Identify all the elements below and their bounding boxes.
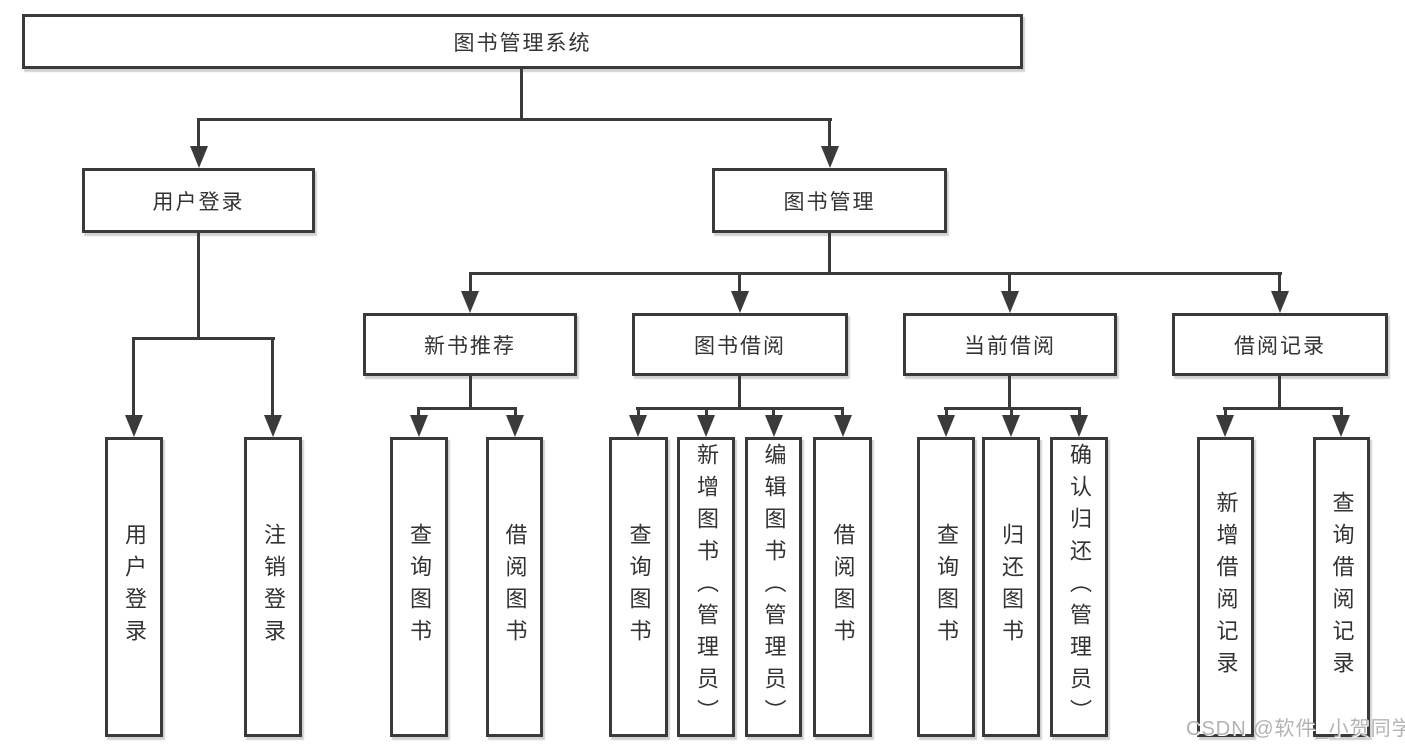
leaf-borrow-query-books-label: 查询图书 — [626, 523, 652, 651]
csdn-watermark: CSDN @软件_小贺同学 — [1186, 718, 1405, 740]
arrowhead-icon — [731, 291, 749, 313]
arrowhead-icon — [821, 146, 839, 168]
leaf-logout: 注销登录 — [244, 437, 302, 737]
connector-line — [469, 272, 472, 294]
leaf-records-add-record: 新增借阅记录 — [1197, 437, 1254, 737]
leaf-current-return-books-label: 归还图书 — [999, 523, 1024, 651]
arrowhead-icon — [937, 415, 955, 437]
leaf-current-confirm-return-admin-label: 确认归还（管理员） — [1067, 443, 1092, 731]
connector-line — [514, 407, 517, 419]
connector-line — [1078, 407, 1081, 419]
connector-line — [1340, 407, 1343, 419]
connector-line — [469, 376, 472, 407]
connector-line — [197, 118, 832, 121]
node-root-label: 图书管理系统 — [453, 31, 592, 55]
leaf-borrow-edit-books-admin: 编辑图书（管理员） — [745, 437, 802, 737]
node-borrow-records-label: 借阅记录 — [1234, 334, 1326, 358]
arrowhead-icon — [697, 415, 715, 437]
node-user-login: 用户登录 — [82, 168, 315, 233]
arrowhead-icon — [190, 146, 208, 168]
arrowhead-icon — [1271, 291, 1289, 313]
connector-line — [197, 118, 200, 150]
connector-line — [132, 337, 135, 419]
leaf-recommend-borrow-books-label: 借阅图书 — [502, 523, 528, 651]
node-current-borrow: 当前借阅 — [903, 313, 1117, 376]
arrowhead-icon — [1332, 415, 1350, 437]
arrowhead-icon — [461, 291, 479, 313]
node-new-book-recommend-label: 新书推荐 — [424, 334, 516, 358]
node-book-borrow: 图书借阅 — [632, 313, 848, 376]
connector-line — [417, 407, 420, 419]
connector-line — [1278, 376, 1281, 407]
connector-line — [197, 233, 200, 337]
arrowhead-icon — [1001, 291, 1019, 313]
connector-line — [945, 407, 948, 419]
arrowhead-icon — [1002, 415, 1020, 437]
node-book-management-label: 图书管理 — [783, 190, 876, 214]
leaf-recommend-query-books: 查询图书 — [390, 437, 448, 737]
connector-line — [1223, 407, 1343, 410]
arrowhead-icon — [264, 415, 282, 437]
arrowhead-icon — [834, 415, 852, 437]
leaf-borrow-query-books: 查询图书 — [609, 437, 668, 737]
connector-line — [1278, 272, 1281, 294]
connector-line — [520, 69, 523, 121]
node-current-borrow-label: 当前借阅 — [964, 334, 1056, 358]
connector-line — [636, 407, 844, 410]
connector-line — [828, 118, 831, 150]
arrowhead-icon — [629, 415, 647, 437]
connector-line — [738, 272, 741, 294]
node-user-login-label: 用户登录 — [152, 190, 245, 214]
arrowhead-icon — [1070, 415, 1088, 437]
leaf-current-confirm-return-admin: 确认归还（管理员） — [1050, 437, 1108, 737]
node-new-book-recommend: 新书推荐 — [363, 313, 577, 376]
leaf-current-query-books: 查询图书 — [917, 437, 975, 737]
leaf-recommend-query-books-label: 查询图书 — [407, 523, 432, 651]
connector-line — [772, 407, 775, 419]
leaf-records-query-record: 查询借阅记录 — [1313, 437, 1370, 737]
leaf-borrow-add-books-admin-label: 新增图书（管理员） — [694, 443, 719, 731]
node-borrow-records: 借阅记录 — [1172, 313, 1388, 376]
connector-line — [738, 376, 741, 407]
leaf-borrow-edit-books-admin-label: 编辑图书（管理员） — [761, 443, 787, 731]
connector-line — [271, 337, 274, 419]
connector-line — [417, 407, 517, 410]
node-root: 图书管理系统 — [22, 14, 1023, 69]
arrowhead-icon — [125, 415, 143, 437]
connector-line — [1008, 272, 1011, 294]
node-book-borrow-label: 图书借阅 — [694, 334, 786, 358]
arrowhead-icon — [410, 415, 428, 437]
leaf-records-add-record-label: 新增借阅记录 — [1213, 491, 1239, 683]
leaf-current-return-books: 归还图书 — [982, 437, 1040, 737]
connector-line — [828, 233, 831, 272]
connector-line — [1010, 407, 1013, 419]
leaf-logout-label: 注销登录 — [261, 523, 286, 651]
arrowhead-icon — [1216, 415, 1234, 437]
leaf-borrow-add-books-admin: 新增图书（管理员） — [677, 437, 735, 737]
connector-line — [637, 407, 640, 419]
arrowhead-icon — [765, 415, 783, 437]
connector-line — [1224, 407, 1227, 419]
leaf-current-query-books-label: 查询图书 — [934, 523, 959, 651]
connector-line — [1008, 376, 1011, 407]
node-book-management: 图书管理 — [712, 168, 947, 233]
leaf-user-login-label: 用户登录 — [122, 523, 147, 651]
leaf-recommend-borrow-books: 借阅图书 — [486, 437, 543, 737]
connector-line — [705, 407, 708, 419]
connector-line — [841, 407, 844, 419]
connector-line — [469, 272, 1282, 275]
arrowhead-icon — [506, 415, 524, 437]
leaf-records-query-record-label: 查询借阅记录 — [1329, 491, 1355, 683]
leaf-user-login: 用户登录 — [105, 437, 163, 737]
leaf-borrow-borrow-books-label: 借阅图书 — [830, 523, 856, 651]
connector-line — [132, 337, 275, 340]
leaf-borrow-borrow-books: 借阅图书 — [813, 437, 872, 737]
